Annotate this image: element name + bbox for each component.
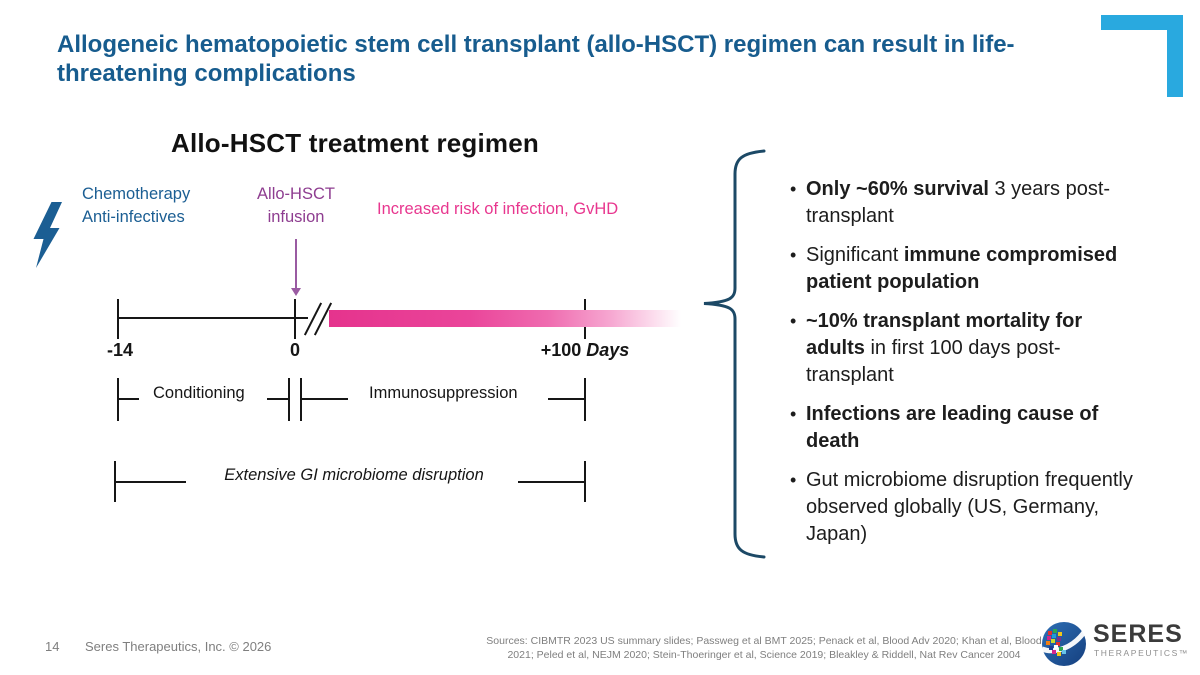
key-point-text: Gut microbiome disruption frequently obs…: [806, 469, 1133, 545]
key-point-immune-compromised: Significant immune compromised patient p…: [789, 242, 1137, 296]
key-point-survival: Only ~60% survival 3 years post-transpla…: [789, 176, 1137, 230]
infusion-label: Allo-HSCT infusion: [246, 183, 346, 229]
chemotherapy-label-line1: Chemotherapy: [82, 185, 191, 203]
corner-accent-vertical: [1167, 15, 1183, 97]
tick-label-days-unit: Days: [586, 340, 630, 360]
seres-logo: SERES THERAPEUTICS™: [1041, 619, 1191, 669]
timeline-tick-zero: [294, 299, 296, 339]
immunosuppression-range-line: [300, 398, 348, 400]
conditioning-range-line: [267, 398, 289, 400]
gi-range-end-tick: [584, 461, 586, 502]
page-number: 14: [45, 639, 60, 654]
chemotherapy-label: Chemotherapy Anti-infectives: [82, 183, 190, 229]
infection-risk-label: Increased risk of infection, GvHD: [377, 200, 619, 218]
timeline-axis: [118, 317, 308, 319]
infusion-label-line1: Allo-HSCT: [257, 185, 335, 203]
seres-logo-wordmark: SERES: [1093, 620, 1183, 648]
corner-accent-horizontal: [1101, 15, 1183, 30]
seres-logo-subtext: THERAPEUTICS™: [1094, 648, 1189, 658]
tick-label-zero: 0: [289, 340, 300, 360]
key-point-text: 3 years post-transplant: [806, 178, 1111, 227]
diagram-title: Allo-HSCT treatment regimen: [170, 128, 539, 158]
infusion-arrow: [295, 239, 297, 289]
key-point-text: in first 100 days post-transplant: [806, 337, 1061, 386]
gi-range-line: [518, 481, 586, 483]
gi-disruption-label: Extensive GI microbiome disruption: [224, 466, 484, 484]
key-point-text: Significant: [806, 244, 904, 266]
grouping-brace: [703, 149, 766, 559]
key-point-text: immune compromised patient population: [806, 244, 1118, 293]
tick-label-plus100-value: +100: [540, 340, 582, 360]
key-point-text: Only ~60% survival: [806, 178, 989, 200]
anti-infectives-label-line2: Anti-infectives: [82, 208, 185, 226]
conditioning-label: Conditioning: [153, 384, 245, 402]
immunosuppression-label: Immunosuppression: [369, 384, 518, 402]
key-point-mortality: ~10% transplant mortality for adults in …: [789, 308, 1137, 389]
conditioning-range-line: [117, 398, 139, 400]
lightning-bolt-icon: [33, 202, 62, 268]
key-point-text: ~10% transplant mortality for adults: [806, 310, 1083, 359]
infusion-arrow-head: [291, 288, 301, 296]
tick-label-minus14: -14: [106, 340, 133, 360]
immunosuppression-range-line: [548, 398, 585, 400]
sources-text: Sources: CIBMTR 2023 US summary slides; …: [486, 635, 1042, 661]
risk-gradient-band: [329, 310, 681, 327]
key-point-gut-microbiome: Gut microbiome disruption frequently obs…: [789, 467, 1137, 548]
axis-break-slash: [303, 302, 323, 336]
infusion-label-line2: infusion: [267, 208, 325, 226]
seres-globe-icon: [1041, 622, 1087, 666]
slide-title: Allogeneic hematopoietic stem cell trans…: [57, 31, 1015, 87]
conditioning-range-end-tick: [288, 378, 290, 421]
gi-range-line: [114, 481, 186, 483]
key-point-text: Infections are leading cause of death: [806, 403, 1099, 452]
immunosuppression-range-end-tick: [584, 378, 586, 421]
timeline-tick-minus14: [117, 299, 119, 339]
key-points-list: Only ~60% survival 3 years post-transpla…: [789, 176, 1137, 560]
key-point-infections: Infections are leading cause of death: [789, 401, 1137, 455]
copyright-text: Seres Therapeutics, Inc. © 2026: [85, 639, 272, 654]
